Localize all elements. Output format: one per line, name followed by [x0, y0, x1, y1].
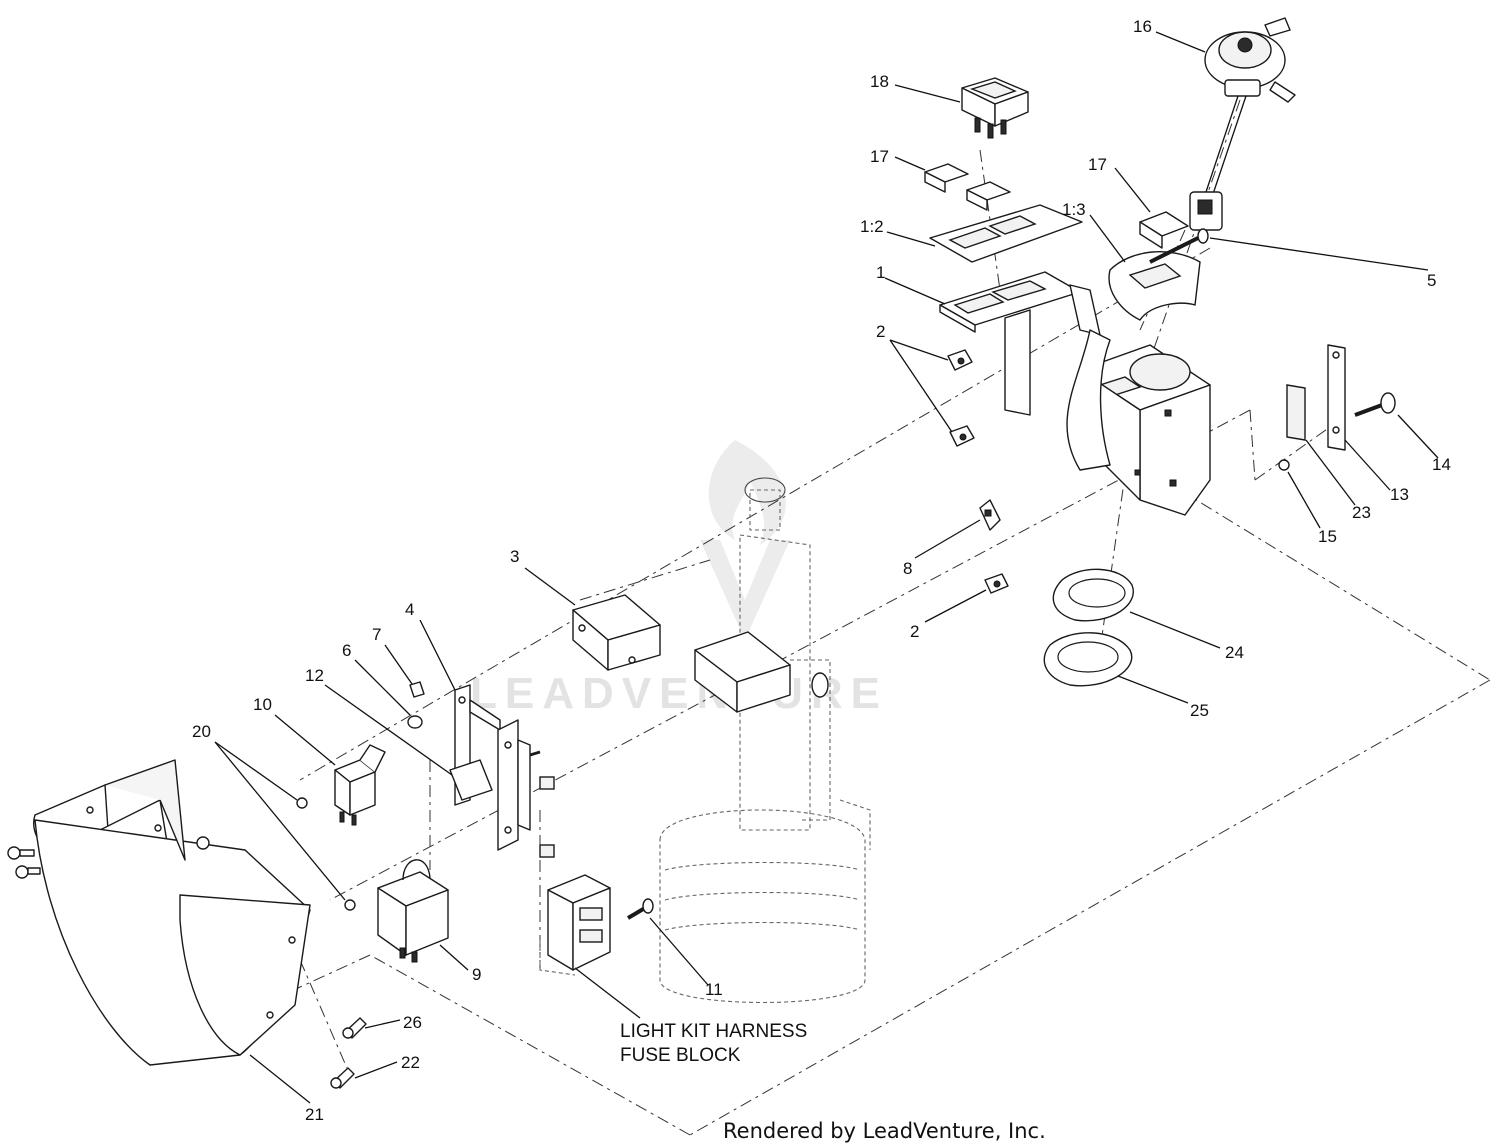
callout-26: 26: [403, 1013, 422, 1032]
callout-22: 22: [401, 1053, 420, 1072]
screw-20-upper: [296, 797, 308, 809]
ring-25: [1043, 632, 1133, 687]
callout-15: 15: [1318, 527, 1337, 546]
callout-labels: 16 18 17 17 1:2 1:3 1 5 2 14 13 23 15 8 …: [192, 17, 1451, 1124]
callout-2-lower: 2: [910, 622, 919, 641]
connectors-small: [529, 750, 555, 858]
relay-10: [334, 744, 386, 826]
watermark-flame-logo: [708, 440, 786, 545]
knob-14: [1354, 392, 1396, 417]
callout-16: 16: [1133, 17, 1152, 36]
plate-13: [1327, 344, 1346, 451]
callout-4: 4: [405, 600, 414, 619]
callout-8: 8: [903, 559, 912, 578]
callout-1-3: 1:3: [1062, 200, 1086, 219]
speed-nut-2-lower: [984, 573, 1009, 594]
bolt-5: [1149, 228, 1209, 264]
callout-10: 10: [253, 695, 272, 714]
washer-15: [1278, 459, 1290, 471]
decal-23: [1286, 384, 1306, 441]
callout-20: 20: [192, 722, 211, 741]
callout-11: 11: [705, 980, 723, 999]
callout-9: 9: [472, 965, 481, 984]
callout-24: 24: [1225, 643, 1244, 662]
assembly-lines: [249, 99, 1491, 1136]
callout-3: 3: [510, 547, 519, 566]
screw-22: [330, 1067, 355, 1089]
control-panel-1: [939, 271, 1101, 416]
nut-6: [407, 715, 423, 729]
leader-lines: [214, 31, 1439, 1104]
relay-bracket: [497, 719, 531, 851]
harness-bracket-12: [449, 759, 493, 801]
note-line-2: FUSE BLOCK: [620, 1045, 741, 1066]
callout-6: 6: [342, 641, 351, 660]
watermark-text: LEADVENTURE: [470, 669, 888, 718]
shroud-screws: [7, 836, 210, 879]
speed-nut-2-upper: [947, 349, 973, 371]
rivet-26: [342, 1017, 367, 1039]
decal-1-2: [929, 204, 1083, 263]
watermark: LEADVENTURE: [470, 440, 888, 718]
speed-nut-7: [409, 681, 425, 698]
ring-24: [1052, 568, 1134, 622]
callout-21: 21: [305, 1105, 324, 1124]
callout-1-2: 1:2: [860, 217, 884, 236]
fuse-block-note: LIGHT KIT HARNESS FUSE BLOCK: [620, 1021, 807, 1066]
bolt-11: [626, 898, 654, 920]
ignition-switch-16: [1189, 17, 1296, 231]
callout-18: 18: [870, 72, 889, 91]
fuse-block: [539, 874, 611, 976]
mounting-bracket-right: [1066, 329, 1211, 516]
column-clamp-3-front: [572, 594, 661, 671]
flasher-module-9: [377, 859, 449, 963]
callout-5: 5: [1427, 271, 1436, 290]
watermark-v-logo: [700, 540, 790, 640]
column-clamp-3-back: [694, 631, 829, 713]
callout-1: 1: [876, 263, 885, 282]
callout-13: 13: [1390, 485, 1409, 504]
callout-12: 12: [305, 666, 324, 685]
screw-20-lower: [344, 899, 356, 911]
callout-17-left: 17: [870, 147, 889, 166]
callout-25: 25: [1190, 701, 1209, 720]
callout-7: 7: [372, 625, 381, 644]
footer-credit: Rendered by LeadVenture, Inc.: [723, 1119, 1046, 1143]
note-line-1: LIGHT KIT HARNESS: [620, 1021, 807, 1042]
cover-shroud-21: [33, 759, 311, 1066]
switch-plug-17-right: [1139, 211, 1189, 249]
steering-column-reference: [659, 477, 871, 1003]
rocker-switch-18: [961, 77, 1029, 139]
speed-nut-2-middle: [949, 425, 975, 447]
callout-14: 14: [1432, 455, 1451, 474]
callout-2-upper: 2: [876, 322, 885, 341]
switch-plug-17-left: [924, 163, 1011, 211]
callout-17-right: 17: [1088, 155, 1107, 174]
clip-8: [979, 499, 1001, 531]
callout-23: 23: [1352, 503, 1371, 522]
decal-1-3: [1108, 251, 1201, 321]
